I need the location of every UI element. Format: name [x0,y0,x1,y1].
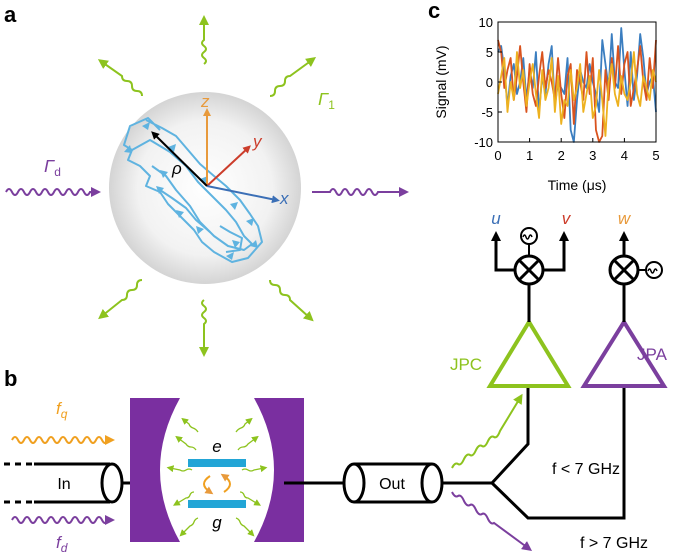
green-photon-arrows [97,15,317,357]
output-coax [284,462,492,504]
signal-chart: 0 1 2 3 4 5 10 5 0 -5 -10 Time (μs) Signal (mV) [433,15,660,193]
x-axis [206,185,280,204]
drive-arrow-in [5,187,101,197]
z-axis-label: z [200,92,210,111]
y-tick-label: 10 [479,15,493,30]
uv-mixer [513,254,545,286]
jpc-label: JPC [450,355,482,374]
qubit-level-e [188,459,246,467]
high-freq-label: f > 7 GHz [580,535,648,552]
qubit-level-g [188,500,246,508]
w-local-oscillator-icon [645,261,663,279]
jpc-amplifier [486,318,572,388]
cavity-photon-arrows [166,417,268,537]
photon-arrow-bottom-left [98,279,143,320]
signal-series-3 [497,51,657,137]
gamma-1-label: Γ1 [318,89,335,112]
low-freq-signal-arrow [451,393,523,469]
jpa-label: JPA [637,345,668,364]
y-tick-label: 0 [486,75,493,90]
fd-label: fd [56,533,68,555]
low-freq-label: f < 7 GHz [552,461,620,478]
y-axis [206,145,251,187]
chart-ticks: 0 1 2 3 4 5 10 5 0 -5 -10 [474,15,659,163]
v-output-arrow [543,231,569,272]
in-label: In [57,476,70,493]
transition-arrow-up [220,473,231,493]
out-label: Out [379,476,405,493]
transition-arrow-down [203,475,214,495]
x-axis-label: x [279,189,289,208]
u-output-arrow [491,231,515,272]
u-label: u [491,209,501,228]
y-tick-label: -10 [474,135,493,150]
panel-label-b: b [4,366,17,391]
level-e-label: e [212,437,221,456]
input-coax [4,462,150,504]
x-tick-label: 0 [494,148,501,163]
high-freq-signal-arrow [451,491,533,551]
fq-drive-arrow [11,435,115,445]
v-label: v [562,209,572,228]
jpa-amplifier [580,318,668,388]
x-tick-label: 2 [558,148,565,163]
photon-arrow-bottom [199,299,209,357]
gamma-d-label: Γd [44,156,61,179]
uv-local-oscillator-icon [520,227,538,245]
drive-arrow-out [312,187,409,197]
photon-arrow-top-right [269,57,317,97]
fq-label: fq [56,399,68,421]
chart-x-axis-label: Time (μs) [548,177,607,193]
frequency-splitter [490,386,626,520]
panel-label-a: a [4,2,17,27]
photon-arrow-top-left [97,59,143,97]
x-tick-label: 1 [526,148,533,163]
chart-series-group [497,27,657,143]
y-tick-label: 5 [486,45,493,60]
cavity [130,398,304,542]
panel-label-c: c [428,0,440,23]
trajectory-arrowheads [124,122,258,260]
rho-label: ρ [171,159,182,178]
chart-y-axis-label: Signal (mV) [433,45,449,118]
y-axis-label: y [252,132,263,151]
w-mixer [608,254,640,286]
fd-drive-arrow [11,515,115,525]
level-g-label: g [212,513,222,532]
photon-arrow-top [199,15,209,65]
x-tick-label: 5 [652,148,659,163]
rho-vector [151,131,208,187]
w-label: w [618,209,632,228]
x-tick-label: 3 [589,148,596,163]
x-tick-label: 4 [621,148,628,163]
photon-arrow-bottom-right [269,279,314,322]
y-tick-label: -5 [481,105,493,120]
